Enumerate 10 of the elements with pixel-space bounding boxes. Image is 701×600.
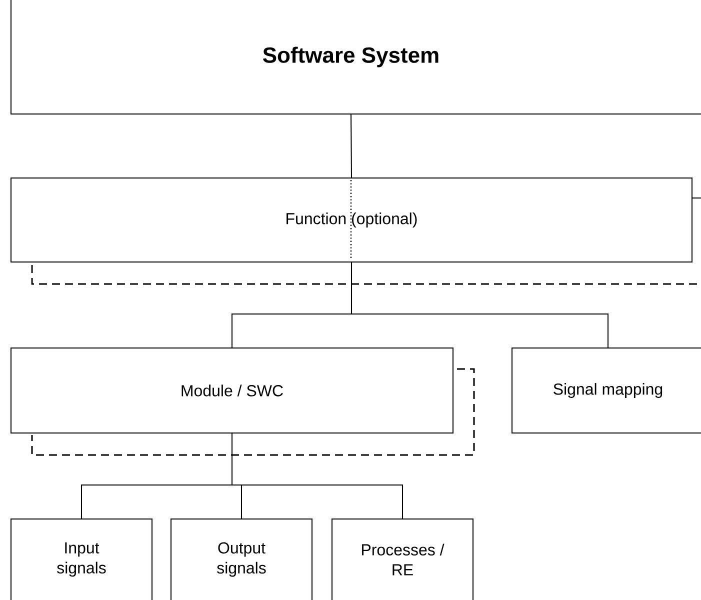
- box: Processes / RE: [332, 518, 474, 600]
- connector-line: [232, 433, 403, 519]
- box: Module / SWC: [10, 348, 454, 434]
- box: Function (optional): [10, 178, 692, 262]
- box: Signal mapping: [512, 348, 701, 434]
- box: Input signals: [10, 518, 152, 600]
- connector-line: [351, 262, 608, 348]
- box: Software System: [10, 0, 701, 114]
- connector-line: [350, 114, 352, 178]
- box: Output signals: [170, 518, 312, 600]
